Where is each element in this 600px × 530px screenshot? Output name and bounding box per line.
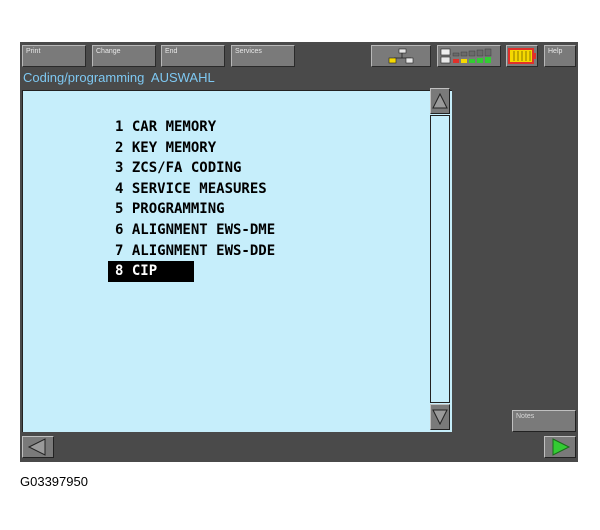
- menu-item-car-memory[interactable]: 1 CAR MEMORY: [115, 119, 217, 135]
- menu-item-alignment-ews-dde[interactable]: 7 ALIGNMENT EWS-DDE: [115, 242, 276, 259]
- scroll-up-button[interactable]: [430, 88, 450, 114]
- change-button[interactable]: Change: [92, 45, 156, 67]
- change-button-label: Change: [96, 48, 121, 55]
- back-button[interactable]: [22, 436, 54, 458]
- vertical-scrollbar[interactable]: [430, 88, 450, 431]
- menu-item-key-memory[interactable]: 2 KEY MEMORY: [115, 139, 217, 156]
- page-title: Coding/programming AUSWAHL: [23, 70, 215, 85]
- menu-item-cip[interactable]: 8 CIP: [108, 261, 194, 282]
- network-button[interactable]: [371, 45, 431, 67]
- notes-button[interactable]: Notes: [512, 410, 576, 432]
- print-button[interactable]: Print: [22, 45, 86, 67]
- end-button[interactable]: End: [161, 45, 225, 67]
- help-button[interactable]: Help: [544, 45, 576, 67]
- menu-item-service-measures[interactable]: 4 SERVICE MEASURES: [115, 180, 267, 197]
- help-button-label: Help: [548, 48, 563, 55]
- menu-item-programming[interactable]: 5 PROGRAMMING: [115, 201, 225, 218]
- battery-indicator: [506, 45, 538, 67]
- figure-caption: G03397950: [20, 474, 88, 489]
- forward-button[interactable]: [544, 436, 576, 458]
- triangle-up-icon: [432, 92, 448, 109]
- selection-menu: 1 CAR MEMORY 2 KEY MEMORY 3 ZCS/FA CODIN…: [108, 117, 282, 282]
- triangle-left-icon: [27, 438, 46, 456]
- menu-item-alignment-ews-dme[interactable]: 6 ALIGNMENT EWS-DME: [115, 221, 276, 238]
- scroll-down-button[interactable]: [430, 404, 450, 430]
- print-button-label: Print: [26, 48, 41, 55]
- end-button-label: End: [165, 48, 178, 55]
- main-panel: 1 CAR MEMORY 2 KEY MEMORY 3 ZCS/FA CODIN…: [22, 90, 452, 432]
- signal-level-icon: [440, 48, 492, 64]
- menu-item-zcs-fa-coding[interactable]: 3 ZCS/FA CODING: [115, 160, 242, 177]
- network-topology-icon: [388, 48, 414, 64]
- services-button[interactable]: Services: [231, 45, 295, 67]
- triangle-right-icon: [552, 438, 571, 456]
- battery-icon: [508, 48, 536, 64]
- notes-button-label: Notes: [516, 413, 535, 420]
- services-button-label: Services: [235, 48, 262, 55]
- signal-level-indicator: [437, 45, 501, 67]
- triangle-down-icon: [432, 409, 448, 426]
- scrollbar-track[interactable]: [430, 115, 450, 403]
- app-window: Print Change End Services: [20, 42, 578, 462]
